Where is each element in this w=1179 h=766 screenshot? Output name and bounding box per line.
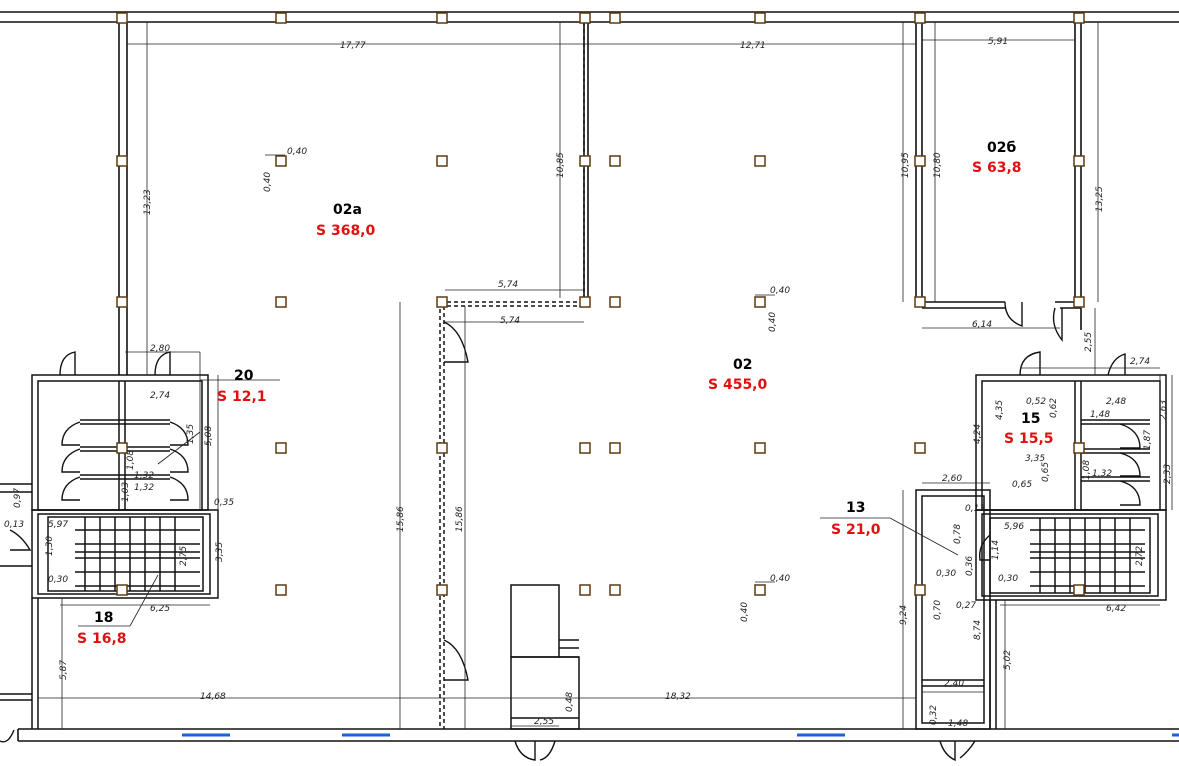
room-02a-id: 02a xyxy=(333,202,362,218)
right-stair-block xyxy=(915,374,1167,730)
room-20-id: 20 xyxy=(234,368,254,384)
room-13-id: 13 xyxy=(846,500,865,516)
dim-text: 5,08 xyxy=(204,426,214,446)
dim-text: 1,03 xyxy=(121,482,131,502)
dim-text: 1,32 xyxy=(134,471,154,481)
dim-text: 4,35 xyxy=(995,400,1005,420)
dim-text: 0,40 xyxy=(770,286,790,296)
dim-text: 2,40 xyxy=(944,679,964,689)
dim-text: 0,32 xyxy=(929,705,939,725)
dim-text: 15,86 xyxy=(396,506,406,532)
room-20-area: S 12,1 xyxy=(217,389,267,405)
dim-text: 1,48 xyxy=(1090,410,1110,420)
dim-text: 0,97 xyxy=(13,488,23,508)
room-02b-area: S 63,8 xyxy=(972,160,1022,176)
dim-text: 1,32 xyxy=(134,483,154,493)
dim-text: 1,14 xyxy=(991,540,1001,560)
dim-text: 6,42 xyxy=(1106,604,1126,614)
dim-text: 2,55 xyxy=(534,717,554,727)
dim-text: 0,62 xyxy=(1049,398,1059,418)
room-02-id: 02 xyxy=(733,357,752,373)
dim-text: 0,35 xyxy=(214,498,234,508)
dim-text: 0,78 xyxy=(953,524,963,544)
dim-text: 1,08 xyxy=(126,450,136,470)
dim-text: 17,77 xyxy=(340,41,366,51)
dim-text: 15,86 xyxy=(455,506,465,532)
dim-text: 0,65 xyxy=(1012,480,1032,490)
dim-text: 6,25 xyxy=(150,604,170,614)
dim-text: 5,87 xyxy=(59,660,69,680)
dim-text: 10,85 xyxy=(556,152,566,178)
dim-text: 12,71 xyxy=(740,41,766,51)
dim-text: 5,91 xyxy=(988,37,1008,47)
dim-text: 0,40 xyxy=(287,147,307,157)
dim-text: 0,13 xyxy=(965,504,985,514)
dim-text: 2,60 xyxy=(942,474,962,484)
dim-text: 1,08 xyxy=(1082,460,1092,480)
outer-walls xyxy=(0,11,1179,742)
dim-text: 0,40 xyxy=(768,312,778,332)
dim-text: 2,55 xyxy=(1084,332,1094,352)
dim-text: 0,36 xyxy=(965,556,975,576)
dim-text: 2,74 xyxy=(150,391,170,401)
dashed-partitions xyxy=(439,22,585,729)
dim-text: 14,68 xyxy=(200,692,226,702)
doors xyxy=(0,301,1141,762)
dim-text: 10,80 xyxy=(933,152,943,178)
dim-text: 2,72 xyxy=(1135,546,1145,566)
room-02a-area: S 368,0 xyxy=(316,223,375,239)
dim-text: 0,48 xyxy=(565,692,575,712)
dim-text: 6,14 xyxy=(972,320,992,330)
room-15-id: 15 xyxy=(1021,411,1040,427)
dim-text: 0,52 xyxy=(1026,397,1046,407)
dim-text: 1,35 xyxy=(186,424,196,444)
dim-text: 1,87 xyxy=(1143,430,1153,450)
dim-text: 10,95 xyxy=(901,152,911,178)
room-02-area: S 455,0 xyxy=(708,377,767,393)
dim-text: 9,24 xyxy=(899,605,909,625)
dim-text: 0,30 xyxy=(998,574,1018,584)
dim-text: 0,27 xyxy=(956,601,976,611)
dim-text: 2,80 xyxy=(150,344,170,354)
dim-text: 18,32 xyxy=(665,692,691,702)
dim-text: 0,40 xyxy=(740,602,750,622)
dim-text: 5,96 xyxy=(1004,522,1024,532)
room-18-area: S 16,8 xyxy=(77,631,127,647)
dim-text: 5,02 xyxy=(1003,650,1013,670)
dim-text: 13,23 xyxy=(143,189,153,215)
dim-text: 1,30 xyxy=(45,536,55,556)
dim-text: 5,74 xyxy=(498,280,518,290)
room-labels: 02a S 368,0 02 S 455,0 02б S 63,8 20 S 1… xyxy=(77,140,1054,647)
dim-text: 0,13 xyxy=(4,520,24,530)
dim-text: 3,35 xyxy=(215,542,225,562)
dim-text: 0,30 xyxy=(936,569,956,579)
room-02b-id: 02б xyxy=(987,140,1016,156)
dim-text: 13,25 xyxy=(1095,186,1105,212)
dim-text: 8,74 xyxy=(973,620,983,640)
dim-text: 0,30 xyxy=(48,575,68,585)
dim-text: 5,74 xyxy=(500,316,520,326)
dimension-texts: 17,77 12,71 5,91 13,23 10,85 10,95 10,80… xyxy=(4,37,1173,729)
dim-text: 1,32 xyxy=(1092,469,1112,479)
dim-text: 2,33 xyxy=(1163,464,1173,484)
dim-text: 0,40 xyxy=(263,172,273,192)
dim-text: 2,74 xyxy=(1130,357,1150,367)
room-13-area: S 21,0 xyxy=(831,522,881,538)
room-18-id: 18 xyxy=(94,610,113,626)
columns xyxy=(116,12,1085,596)
central-vestibule xyxy=(510,584,580,730)
dim-text: 0,70 xyxy=(933,600,943,620)
dim-text: 0,65 xyxy=(1041,462,1051,482)
dim-text: 5,97 xyxy=(48,520,68,530)
dim-text: 4,24 xyxy=(973,424,983,444)
dim-text: 2,63 xyxy=(1159,400,1169,420)
dim-text: 2,48 xyxy=(1106,397,1126,407)
room-15-area: S 15,5 xyxy=(1004,431,1054,447)
dimension-lines xyxy=(38,22,1173,729)
dim-text: 0,40 xyxy=(770,574,790,584)
dim-text: 2,75 xyxy=(179,546,189,566)
dim-text: 1,48 xyxy=(948,719,968,729)
dim-text: 3,35 xyxy=(1025,454,1045,464)
